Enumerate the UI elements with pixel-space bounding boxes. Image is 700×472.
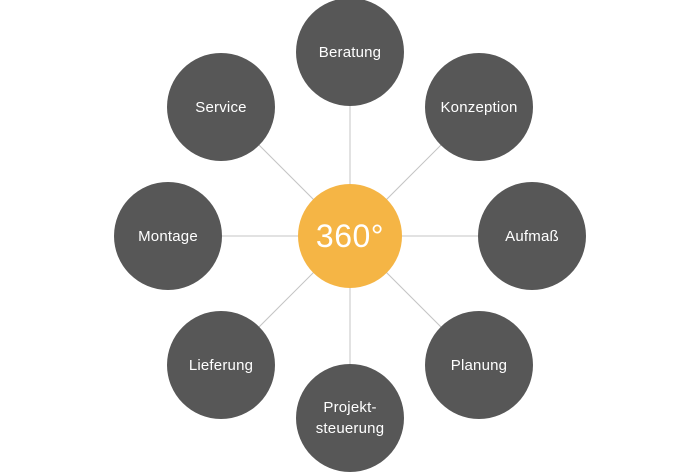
node-service: Service	[167, 53, 275, 161]
node-konzeption: Konzeption	[425, 53, 533, 161]
node-montage: Montage	[114, 182, 222, 290]
node-label-lieferung: Lieferung	[188, 356, 254, 374]
node-projektsteuerung: Projekt- steuerung	[296, 364, 404, 472]
node-label-planung: Planung	[450, 356, 508, 374]
node-label-aufmass: Aufmaß	[505, 227, 559, 245]
center-label: 360°	[315, 217, 385, 254]
node-label-konzeption: Konzeption	[440, 98, 518, 116]
node-aufmass: Aufmaß	[478, 182, 586, 290]
node-lieferung: Lieferung	[167, 311, 275, 419]
node-label-service: Service	[195, 98, 247, 116]
node-beratung: Beratung	[296, 0, 404, 106]
node-label-montage: Montage	[138, 227, 198, 245]
node-label-projektsteuerung: Projekt- steuerung	[315, 399, 385, 437]
node-planung: Planung	[425, 311, 533, 419]
center-node: 360°	[298, 184, 402, 288]
node-label-beratung: Beratung	[318, 43, 382, 61]
